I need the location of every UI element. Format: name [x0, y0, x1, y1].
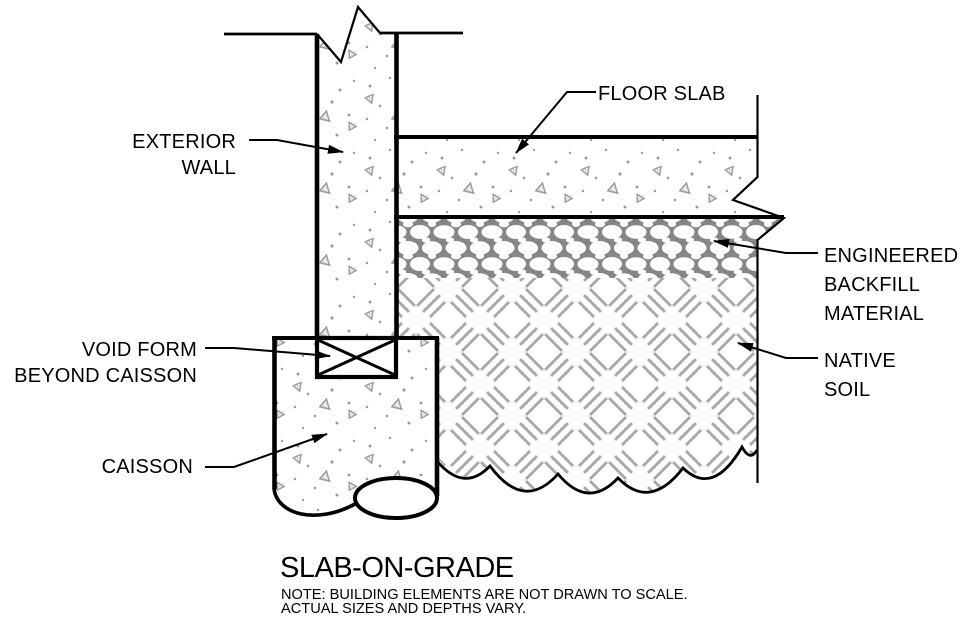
- leader-caisson: [205, 433, 328, 468]
- leader-engineered-backfill: [713, 239, 818, 254]
- engineered-backfill-label-line1: ENGINEERED: [824, 245, 958, 267]
- native-soil-label-line2: SOIL: [824, 379, 870, 401]
- floor-slab-label: FLOOR SLAB: [598, 83, 726, 105]
- right-break-line: [730, 95, 787, 483]
- soil-scalloped-edge: [435, 444, 759, 495]
- engineered-backfill-label-line3: MATERIAL: [824, 303, 924, 325]
- native-soil-hatch-area: [396, 278, 757, 494]
- exterior-wall-concrete-area: [317, 7, 397, 338]
- leader-void-form: [205, 347, 331, 360]
- void-form-label-line1: VOID FORM: [82, 339, 197, 361]
- caisson-bottom-arc: [272, 487, 358, 518]
- leader-exterior-wall: [249, 139, 344, 154]
- caisson-bottom-break-ellipse: [353, 476, 439, 520]
- caisson-concrete-area: [274, 338, 437, 516]
- leader-floor-slab: [515, 91, 596, 154]
- engineered-backfill-gravel-area: [396, 218, 784, 278]
- native-soil-label-line1: NATIVE: [824, 350, 896, 372]
- exterior-wall-label-line1: EXTERIOR: [132, 131, 236, 153]
- drawing-note-line2: ACTUAL SIZES AND DEPTHS VARY.: [281, 601, 526, 617]
- caisson-label: CAISSON: [102, 456, 193, 478]
- leader-native-soil: [737, 342, 818, 359]
- drawing-note-line1: NOTE: BUILDING ELEMENTS ARE NOT DRAWN TO…: [281, 587, 688, 603]
- exterior-wall-label-line2: WALL: [181, 157, 236, 179]
- engineered-backfill-label-line2: BACKFILL: [824, 274, 920, 296]
- void-form-label-line2: BEYOND CAISSON: [14, 365, 197, 387]
- floor-slab-concrete-area: [396, 137, 784, 217]
- drawing-title: SLAB-ON-GRADE: [280, 552, 514, 584]
- wall-top-break-line: [316, 4, 381, 65]
- void-form-x-line-2: [317, 338, 396, 377]
